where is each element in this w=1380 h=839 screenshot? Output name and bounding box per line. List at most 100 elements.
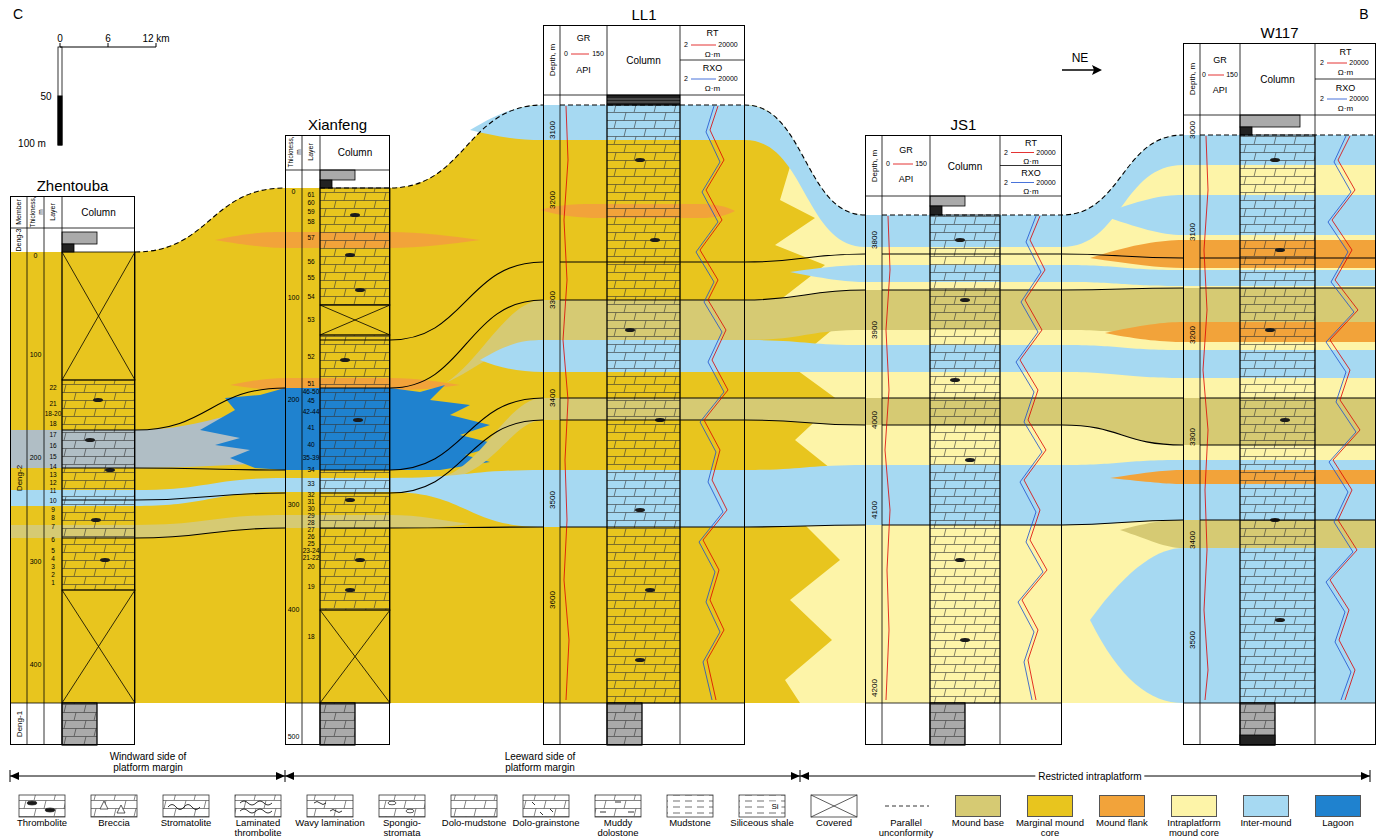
zone-bracket: [791, 772, 800, 780]
lithology-column: [1240, 703, 1275, 745]
label: 27: [307, 526, 314, 534]
label: Column: [1260, 74, 1294, 85]
lithology-column: [1240, 135, 1315, 703]
legend-text: Dolo-mudstone: [439, 818, 509, 828]
column-grid: [543, 25, 745, 745]
correlation-line: [135, 105, 1376, 252]
thrombolite-symbol: [340, 358, 350, 362]
axis-label: 4000: [869, 407, 878, 433]
axis-label: 3900: [869, 317, 878, 343]
axis-label: Layer: [307, 136, 315, 169]
thrombolite-symbol: [635, 658, 645, 662]
lithology-column: [1240, 703, 1275, 745]
legend-text: Muddy dolostone: [583, 818, 653, 838]
column-grid: [1183, 43, 1376, 745]
legend-swatch: [1315, 795, 1361, 817]
thrombolite-symbol: [955, 238, 965, 242]
axis-label: 3300: [547, 287, 556, 313]
label: 0: [57, 33, 63, 44]
thrombolite-symbol: [650, 238, 660, 242]
column-title: W117: [1260, 24, 1298, 41]
label: 5: [51, 547, 55, 555]
well-log: [696, 106, 724, 700]
well-log: [1020, 216, 1047, 700]
label: 150: [915, 160, 927, 168]
label: Ω·m: [705, 50, 720, 59]
zone-bracket: [276, 772, 285, 780]
legend-text: Intraplatform mound core: [1159, 818, 1229, 838]
label: Column: [948, 160, 982, 171]
lithology-column: [607, 99, 680, 102]
axis-label: Depth, m: [547, 30, 556, 90]
label: 7: [51, 523, 55, 531]
legend-symbol: [739, 795, 785, 817]
legend-symbol: [45, 808, 55, 812]
label: 2: [1320, 59, 1324, 67]
correlation-line: [62, 520, 1376, 538]
lithology-column: [930, 703, 965, 745]
label: 500: [288, 733, 300, 741]
label: 41: [307, 424, 314, 432]
label: Column: [81, 207, 115, 218]
label: Restricted intraplatform: [1035, 771, 1144, 782]
axis-label: Layer: [49, 197, 57, 227]
label: 20000: [1349, 95, 1368, 103]
label: 58: [307, 218, 314, 226]
legend-symbol: [532, 802, 553, 815]
column-grid: [10, 196, 135, 745]
axis-label: 4200: [869, 675, 878, 701]
label: 57: [307, 234, 314, 242]
label: 16: [49, 442, 56, 450]
lithology-column: [607, 105, 680, 703]
legend-swatch: [1027, 795, 1073, 817]
axis-label: 3000: [1187, 117, 1196, 143]
label: 12: [49, 479, 56, 487]
legend-symbol: [163, 795, 209, 817]
lithology-column: [320, 703, 355, 745]
zone-bracket: [285, 772, 294, 780]
legend-text: Spongio-stromata: [367, 818, 437, 838]
well-log: [571, 45, 1347, 164]
label: 18: [307, 633, 314, 641]
label: 18-20: [45, 410, 62, 418]
label: 26: [307, 533, 314, 541]
label: 50: [40, 91, 51, 102]
label: 8: [51, 514, 55, 522]
label: 20: [307, 563, 314, 571]
legend-swatch: [1099, 795, 1145, 817]
scale-bar: [58, 47, 62, 145]
lithology-column: [930, 703, 965, 745]
label: GR: [899, 145, 913, 155]
well-log: [885, 216, 890, 700]
legend-symbol: [595, 795, 641, 817]
legend-text: Laminated thrombolite: [223, 818, 293, 838]
legend-swatch: [1171, 795, 1217, 817]
label: 53: [307, 316, 314, 324]
axis-label: 3500: [547, 487, 556, 513]
label: RT: [707, 28, 719, 38]
legend-symbol: [811, 795, 857, 817]
column-title: LL1: [631, 6, 656, 23]
label: 34: [307, 466, 314, 474]
legend-symbol: [314, 802, 342, 813]
thrombolite-symbol: [625, 328, 635, 332]
column-title: Xianfeng: [308, 116, 367, 133]
lithology-column: [320, 703, 355, 745]
label: GR: [577, 33, 591, 43]
correlation-line: [320, 254, 1376, 340]
label: 21: [49, 400, 56, 408]
lithology-column: [1240, 735, 1275, 745]
legend-text: Mudstone: [655, 818, 725, 828]
legend-text: Wavy lamination: [295, 818, 365, 828]
label: Ω·m: [1023, 186, 1038, 195]
thrombolite-symbol: [965, 458, 975, 462]
label: 59: [307, 208, 314, 216]
legend-text: Inter-mound: [1231, 818, 1301, 828]
label: 56: [307, 258, 314, 266]
lithology-column: [607, 703, 642, 745]
lithology-column: [320, 170, 355, 180]
axis-label: 4100: [869, 497, 878, 523]
direction-arrow: [1062, 69, 1096, 71]
axis-label: 3500: [1187, 627, 1196, 653]
